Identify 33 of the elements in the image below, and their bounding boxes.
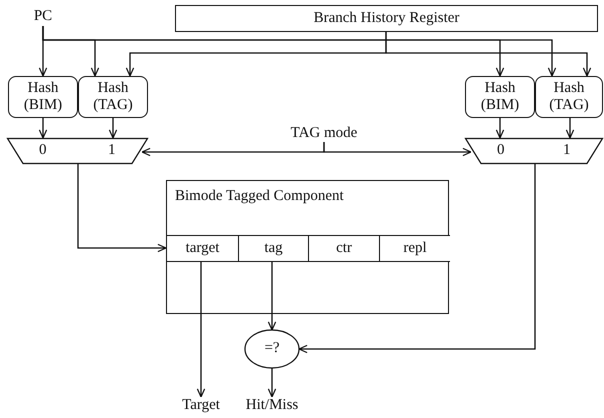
arrow	[268, 261, 276, 331]
hash-box: Hash (TAG)	[535, 76, 603, 118]
field-cell: tag	[238, 235, 308, 262]
label: Hit/Miss	[242, 397, 302, 414]
component-title: Bimode Tagged Component	[175, 188, 344, 206]
field-cell: ctr	[308, 235, 379, 262]
hash-box: Hash (BIM)	[465, 76, 535, 118]
compare-ellipse: =?	[245, 330, 299, 368]
arrow	[77, 164, 167, 252]
arrow	[496, 118, 504, 139]
arrow	[566, 118, 574, 139]
label: Target	[178, 397, 224, 414]
hash-box: Hash (BIM)	[8, 76, 78, 118]
register-box: Branch History Register	[175, 5, 598, 32]
arrow	[196, 261, 206, 398]
input-number: 0	[497, 142, 504, 160]
input-number: 1	[563, 142, 570, 160]
arrow	[268, 368, 276, 398]
arrow	[108, 118, 118, 139]
arrow	[323, 142, 472, 156]
label: PC	[30, 8, 56, 26]
arrow	[385, 32, 592, 77]
arrow	[38, 118, 48, 139]
arrow	[298, 164, 536, 354]
input-number: 0	[39, 142, 46, 160]
label: TAG mode	[288, 125, 360, 142]
field-cell: target	[167, 235, 238, 262]
multiplexer	[465, 138, 603, 164]
field-cell: repl	[379, 235, 450, 262]
input-number: 1	[108, 142, 116, 160]
hash-box: Hash (TAG)	[78, 76, 148, 118]
multiplexer	[7, 138, 148, 164]
component-box	[166, 180, 449, 314]
